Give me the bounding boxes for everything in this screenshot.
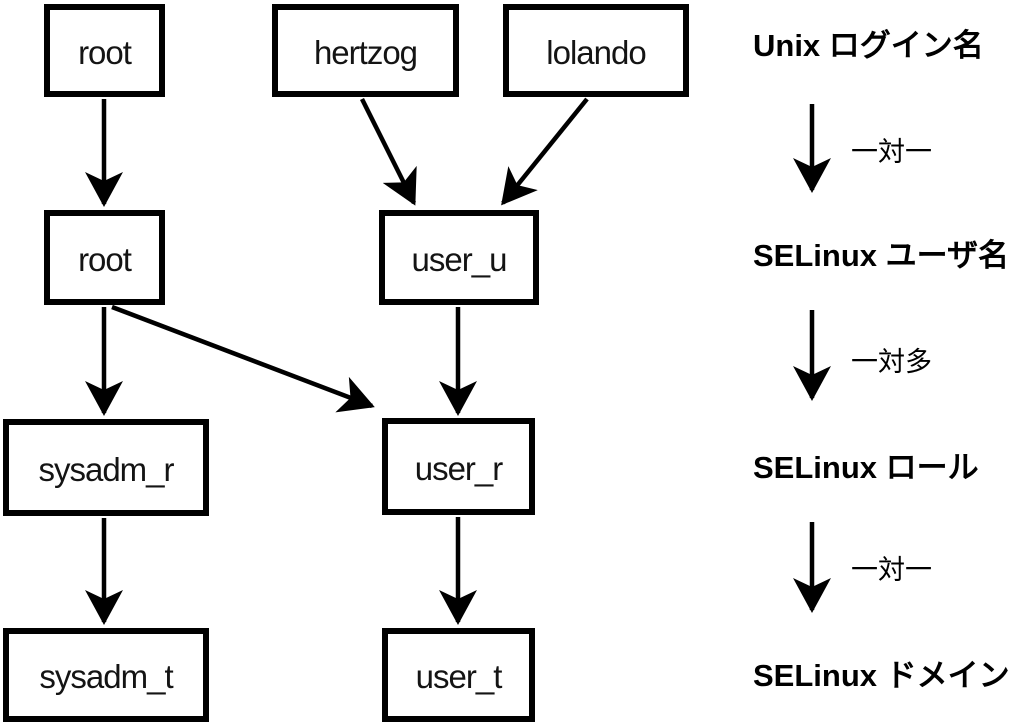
- edge-hertzog-to-useru: [359, 97, 417, 206]
- legend-relation-one-to-one-1: 一対一: [851, 137, 932, 167]
- node-user-r: user_r: [382, 418, 535, 515]
- node-root-selinux-user: root: [44, 210, 165, 305]
- node-sysadm-r-label: sysadm_r: [38, 450, 174, 488]
- legend-selinux-domain: SELinux ドメイン: [753, 658, 1010, 693]
- node-hertzog-login: hertzog: [272, 4, 459, 97]
- edge-rootuser-to-userr: [111, 304, 375, 413]
- node-root-login-label: root: [78, 33, 132, 71]
- node-lolando-login: lolando: [503, 4, 689, 97]
- node-user-t: user_t: [382, 628, 535, 722]
- node-user-t-label: user_t: [415, 658, 503, 695]
- legend-selinux-user-name: SELinux ユーザ名: [753, 238, 1010, 273]
- edge-lolando-to-useru: [501, 97, 589, 206]
- node-sysadm-t: sysadm_t: [3, 628, 209, 722]
- node-sysadm-r: sysadm_r: [3, 419, 209, 516]
- node-root-login: root: [44, 4, 165, 97]
- legend-relation-one-to-one-2: 一対一: [851, 555, 932, 585]
- node-root-selinux-user-label: root: [78, 240, 132, 278]
- legend-relation-one-to-many: 一対多: [851, 347, 932, 377]
- node-user-r-label: user_r: [414, 449, 504, 487]
- node-user-u-label: user_u: [411, 240, 508, 278]
- node-sysadm-t-label: sysadm_t: [39, 658, 173, 695]
- legend-unix-login-name: Unix ログイン名: [753, 28, 984, 63]
- legend-selinux-role: SELinux ロール: [753, 450, 979, 485]
- node-user-u: user_u: [379, 210, 539, 305]
- node-hertzog-login-label: hertzog: [313, 33, 418, 71]
- node-lolando-login-label: lolando: [546, 33, 646, 71]
